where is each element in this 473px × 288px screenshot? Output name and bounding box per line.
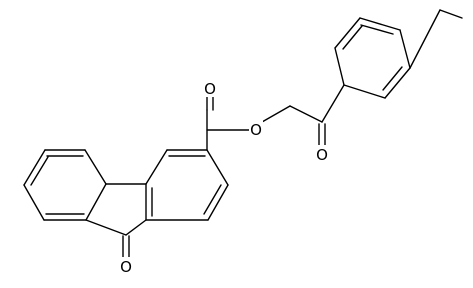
oxygen-label: O	[204, 80, 216, 98]
bond	[399, 29, 411, 69]
bond	[125, 219, 147, 236]
bond	[289, 105, 323, 123]
bond	[343, 84, 386, 99]
bond	[23, 149, 46, 186]
bond	[85, 183, 107, 221]
bond-double-inner	[382, 66, 403, 91]
bond	[321, 84, 345, 123]
bond	[439, 9, 463, 19]
bond	[409, 9, 441, 69]
bond-double-inner	[203, 184, 222, 215]
oxygen-label: O	[120, 258, 132, 276]
bond-double-inner	[342, 25, 363, 50]
bond	[334, 17, 361, 49]
ethylphenyl-ring	[334, 17, 411, 99]
bond-double-inner	[360, 24, 394, 35]
atom-label-ester-carbonyl-o: O	[202, 79, 216, 98]
fluorenone-carbonyl	[122, 235, 130, 259]
ketone-group	[318, 84, 345, 147]
bond	[145, 149, 168, 185]
bond-double-inner	[30, 156, 49, 186]
bond	[334, 47, 345, 86]
ethyl-group	[409, 9, 463, 69]
bond	[261, 105, 291, 123]
bond	[207, 184, 229, 221]
oxygen-label: O	[316, 146, 328, 164]
bond	[206, 149, 229, 186]
oxygen-label: O	[250, 121, 262, 139]
fluorenone-right-ring	[145, 149, 229, 221]
bond	[84, 149, 107, 185]
atom-label-ketone-o: O	[315, 145, 329, 164]
atom-label-fluorenone-o: O	[119, 257, 133, 276]
ester-group	[206, 89, 323, 151]
bond	[359, 17, 401, 31]
fluorenone-five-ring	[85, 183, 147, 236]
bond	[85, 219, 127, 236]
bond	[384, 67, 411, 99]
fluorenone-left-ring	[23, 149, 107, 221]
bond	[23, 184, 45, 221]
atom-label-ester-link-o: O	[249, 120, 263, 139]
